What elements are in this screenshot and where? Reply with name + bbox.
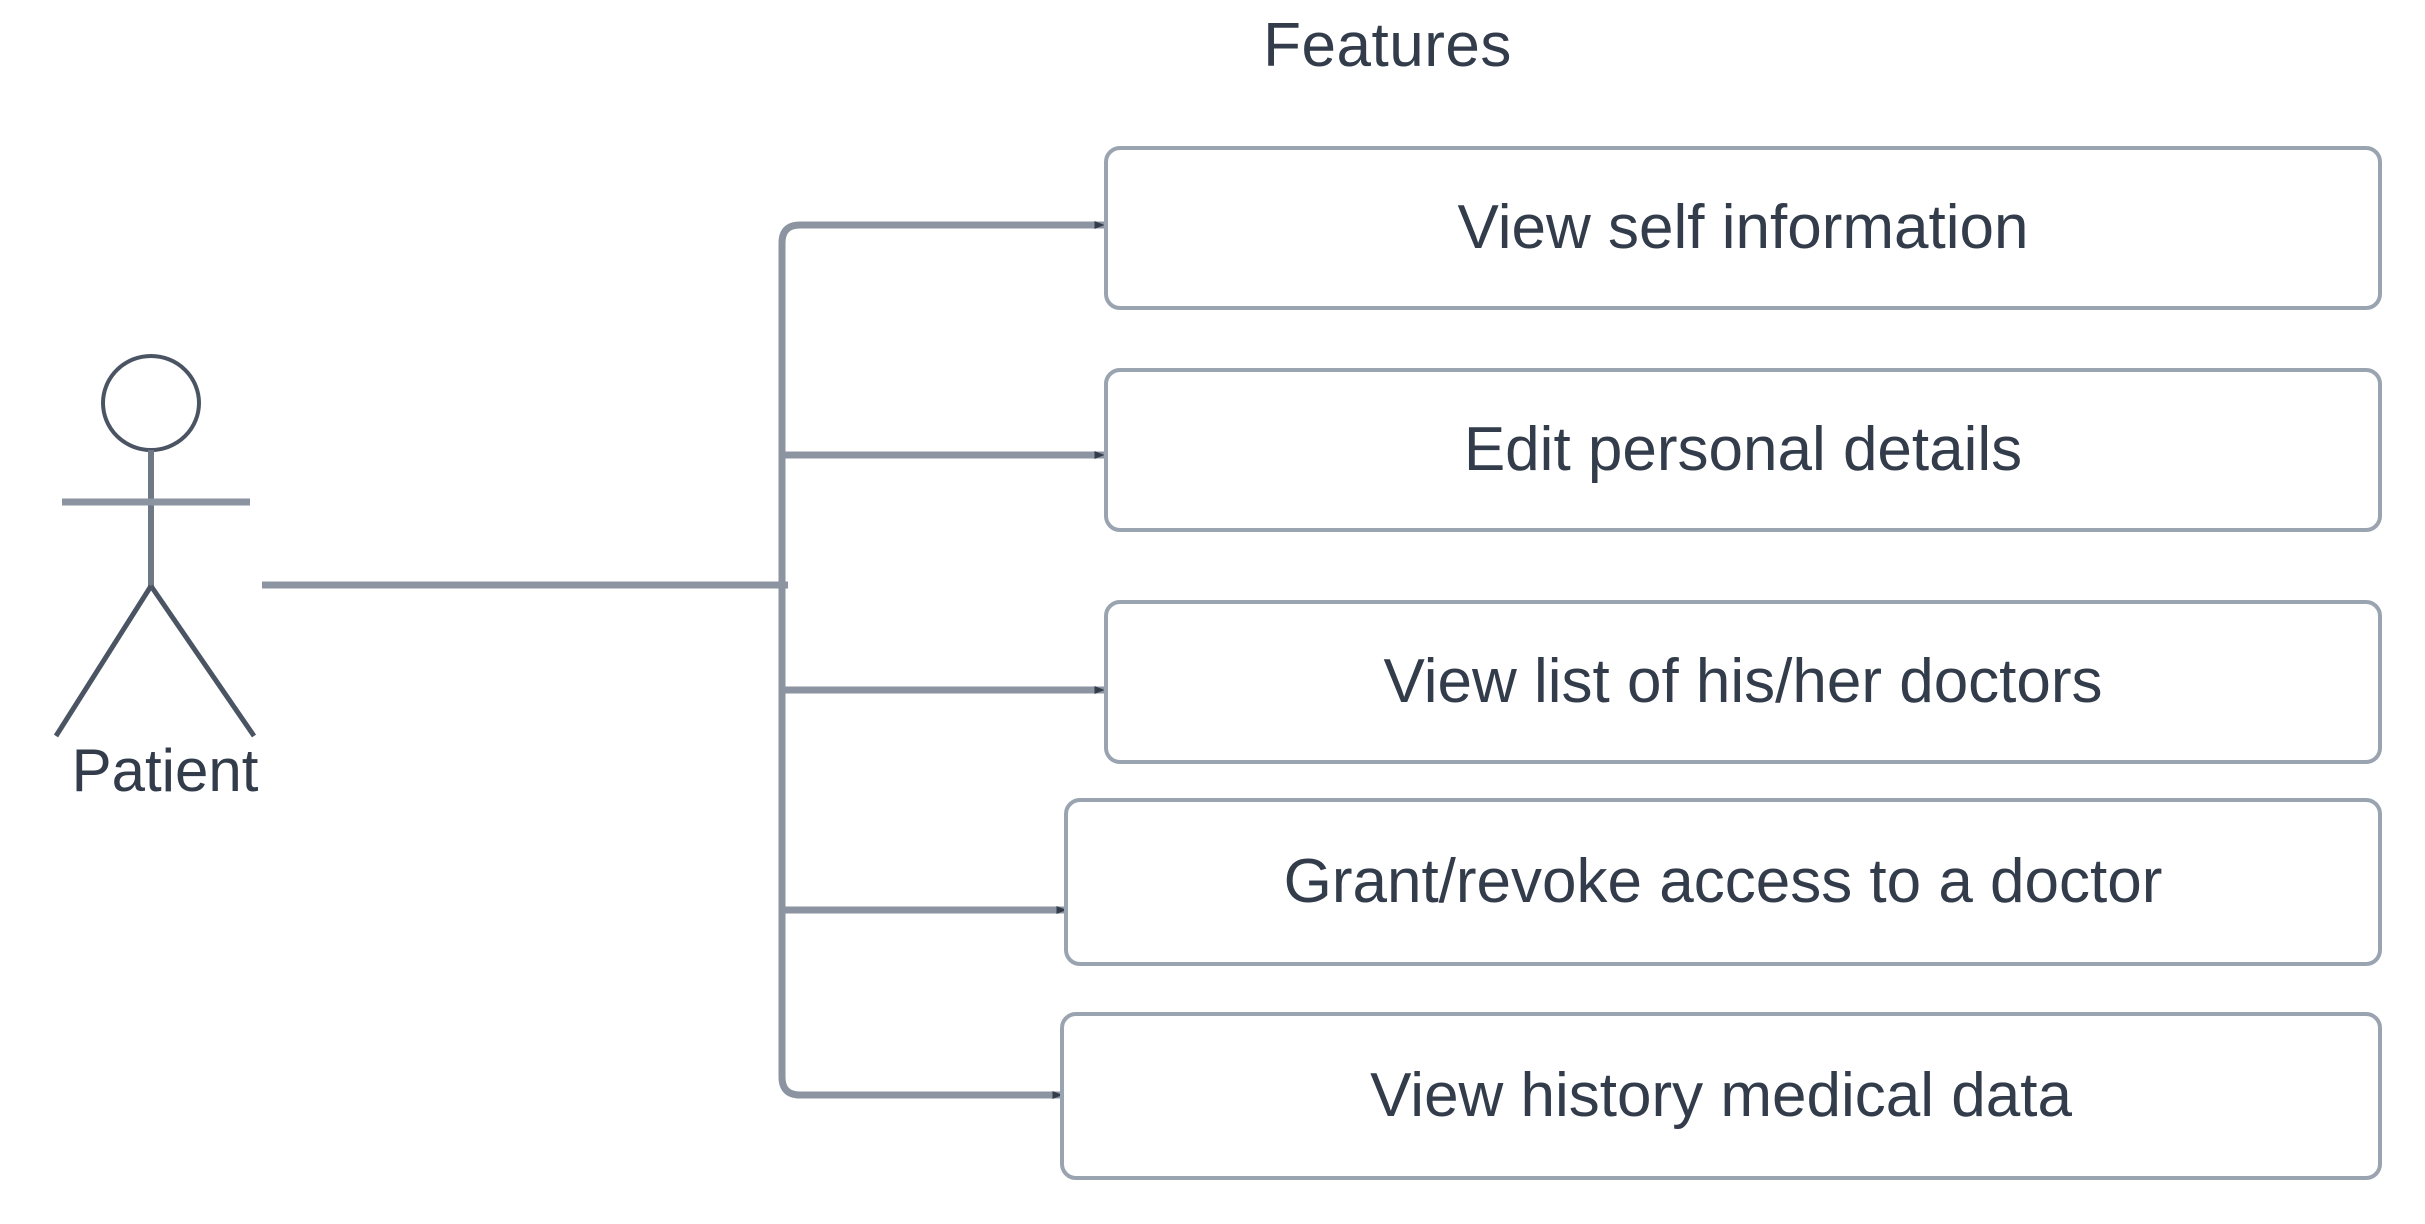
feature-box-view-history-medical-data[interactable]: View history medical data xyxy=(1060,1012,2382,1180)
actor-label-patient: Patient xyxy=(71,737,259,804)
diagram-title: Features xyxy=(1263,11,1512,80)
feature-label: View self information xyxy=(1457,193,2029,262)
actor-leg-right-line xyxy=(148,584,257,738)
feature-box-view-list-of-doctors[interactable]: View list of his/her doctors xyxy=(1104,600,2382,764)
actor-stick-figure xyxy=(53,354,257,738)
actor-head-icon xyxy=(101,354,201,452)
feature-box-grant-revoke-access[interactable]: Grant/revoke access to a doctor xyxy=(1064,798,2382,966)
feature-box-edit-personal-details[interactable]: Edit personal details xyxy=(1104,368,2382,532)
feature-label: Edit personal details xyxy=(1463,415,2023,484)
feature-box-view-self-information[interactable]: View self information xyxy=(1104,146,2382,310)
feature-label: Grant/revoke access to a doctor xyxy=(1283,847,2163,916)
feature-label: View history medical data xyxy=(1370,1061,2072,1130)
connector-bus-trunk xyxy=(778,221,860,1099)
feature-label: View list of his/her doctors xyxy=(1383,647,2103,716)
actor-leg-left-line xyxy=(53,584,154,738)
